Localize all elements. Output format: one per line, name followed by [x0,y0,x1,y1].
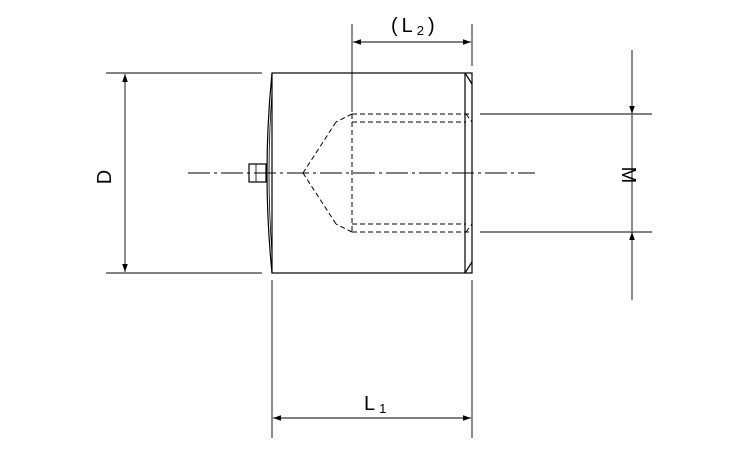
l1-label: L 1 [364,393,386,416]
l1-subscript: 1 [379,401,386,416]
drill-cone-top-outer [335,113,353,123]
threaded-hole-hidden [302,113,473,233]
l2-subscript: 2 [417,23,424,38]
l1-letter: L [364,393,375,415]
drill-cone-bottom [302,172,337,225]
right-chamfer-top [464,72,473,85]
thread-relief-top [465,113,473,123]
l2-label: ( L 2 ) [391,15,435,39]
drill-cone-bottom-outer [335,223,353,233]
dimension-l1 [271,280,473,438]
l2-letter: L [402,15,413,37]
drill-cone-top [302,121,337,174]
thread-relief-bottom [465,223,473,233]
dimension-l2 [351,24,473,112]
l2-close-paren: ) [428,15,435,37]
d-label: D [94,170,116,184]
l2-open-paren: ( [391,15,398,37]
m-label: M [617,167,639,184]
right-chamfer-bottom [464,261,473,274]
dimension-m [480,50,652,300]
dimension-d [106,72,262,274]
